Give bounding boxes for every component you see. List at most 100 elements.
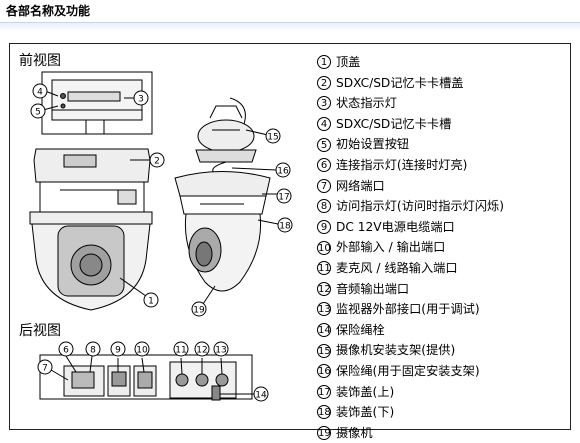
svg-text:8: 8 xyxy=(90,346,96,356)
legend-number: 13 xyxy=(317,302,331,317)
svg-text:15: 15 xyxy=(267,133,278,143)
svg-text:13: 13 xyxy=(215,346,226,356)
legend-item: 8 访问指示灯(访问时指示灯闪烁) xyxy=(317,196,504,217)
callout-7: 7 xyxy=(37,359,53,375)
callout-16: 16 xyxy=(275,162,291,178)
callout-14: 14 xyxy=(253,386,269,402)
legend-item: 10 外部输入 / 输出端口 xyxy=(317,237,504,258)
svg-text:3: 3 xyxy=(138,95,144,105)
legend-number: 2 xyxy=(317,75,331,90)
svg-text:19: 19 xyxy=(193,306,205,316)
svg-text:2: 2 xyxy=(154,157,160,167)
svg-text:18: 18 xyxy=(279,222,291,232)
legend-item: 15 摄像机安装支架(提供) xyxy=(317,340,504,361)
rear-view-drawing xyxy=(39,354,253,401)
callout-4: 4 xyxy=(32,83,48,99)
callout-2: 2 xyxy=(149,152,165,168)
callout-19: 19 xyxy=(191,301,207,317)
callout-12: 12 xyxy=(194,341,210,357)
sd-cover-drawing xyxy=(33,148,151,213)
legend-label: 访问指示灯(访问时指示灯闪烁) xyxy=(336,199,504,214)
legend-label: 装饰盖(上) xyxy=(336,384,395,399)
legend-label: 初始设置按钮 xyxy=(336,137,410,152)
svg-text:17: 17 xyxy=(278,193,289,203)
legend-item: 3 状态指示灯 xyxy=(317,93,504,114)
svg-text:14: 14 xyxy=(255,391,267,401)
front-view-label: 前视图 xyxy=(19,53,61,69)
callout-1: 1 xyxy=(143,292,159,308)
legend-item: 12 音频输出端口 xyxy=(317,279,504,300)
svg-text:12: 12 xyxy=(196,346,207,356)
callout-5: 5 xyxy=(30,103,46,119)
mount-bracket-drawing xyxy=(195,97,257,163)
legend-label: DC 12V电源电缆端口 xyxy=(336,219,455,234)
legend-label: 装饰盖(下) xyxy=(336,405,395,420)
svg-text:5: 5 xyxy=(35,108,41,118)
legend-item: 11 麦克风 / 线路输入端口 xyxy=(317,258,504,279)
svg-text:1: 1 xyxy=(148,297,154,307)
legend-number: 4 xyxy=(317,117,331,132)
legend-number: 6 xyxy=(317,158,331,173)
legend-number: 3 xyxy=(317,96,331,111)
legend-label: 外部输入 / 输出端口 xyxy=(336,240,446,255)
callout-9: 9 xyxy=(110,341,126,357)
svg-text:4: 4 xyxy=(37,88,43,98)
callout-markers: 4 5 3 2 1 15 16 17 18 19 6 8 7 9 10 11 1… xyxy=(30,83,293,402)
legend-item: 1 顶盖 xyxy=(317,52,504,73)
legend-label: 音频输出端口 xyxy=(336,281,410,296)
legend-label: 连接指示灯(连接时灯亮) xyxy=(336,157,468,172)
legend-item: 17 装饰盖(上) xyxy=(317,382,504,403)
callout-13: 13 xyxy=(213,341,229,357)
callout-11: 11 xyxy=(173,341,189,357)
legend-label: 顶盖 xyxy=(336,55,361,69)
legend-number: 5 xyxy=(317,137,331,152)
rear-view-label: 后视图 xyxy=(19,323,61,339)
legend-number: 8 xyxy=(317,199,331,214)
diagram-frame xyxy=(9,43,571,430)
legend-label: 保险绳(用于固定安装支架) xyxy=(336,363,480,378)
legend-label: 摄像机 xyxy=(336,425,373,440)
legend-number: 15 xyxy=(317,343,331,358)
legend-label: SDXC/SD记忆卡卡槽盖 xyxy=(336,75,464,90)
legend-number: 11 xyxy=(317,261,331,276)
legend-label: 麦克风 / 线路输入端口 xyxy=(336,260,458,275)
callout-17: 17 xyxy=(276,188,292,204)
legend-number: 1 xyxy=(317,55,331,70)
top-cover-drawing xyxy=(41,71,153,135)
svg-text:16: 16 xyxy=(277,167,289,177)
legend-label: 网络端口 xyxy=(336,178,385,193)
legend-number: 10 xyxy=(317,240,331,255)
callout-18: 18 xyxy=(277,217,293,233)
svg-text:7: 7 xyxy=(42,364,48,374)
legend-label: 摄像机安装支架(提供) xyxy=(336,343,456,358)
front-dome-drawing xyxy=(29,211,153,311)
legend-item: 16 保险绳(用于固定安装支架) xyxy=(317,361,504,382)
legend-label: 监视器外部接口(用于调试) xyxy=(336,302,480,317)
legend-item: 13 监视器外部接口(用于调试) xyxy=(317,299,504,320)
legend-item: 2 SDXC/SD记忆卡卡槽盖 xyxy=(317,73,504,94)
legend-item: 5 初始设置按钮 xyxy=(317,134,504,155)
callout-10: 10 xyxy=(134,341,150,357)
page-title: 各部名称及功能 xyxy=(6,4,91,18)
legend-item: 19 摄像机 xyxy=(317,423,504,443)
legend-number: 16 xyxy=(317,364,331,379)
callout-6: 6 xyxy=(58,341,74,357)
svg-text:9: 9 xyxy=(115,346,121,356)
header-divider xyxy=(0,22,580,32)
legend-label: 状态指示灯 xyxy=(336,96,397,111)
legend-number: 19 xyxy=(317,425,331,440)
legend-item: 6 连接指示灯(连接时灯亮) xyxy=(317,155,504,176)
callout-3: 3 xyxy=(133,90,149,106)
legend-number: 14 xyxy=(317,323,331,338)
side-camera-drawing xyxy=(174,171,271,292)
legend-number: 12 xyxy=(317,281,331,296)
svg-text:11: 11 xyxy=(175,346,186,356)
callout-15: 15 xyxy=(265,128,281,144)
legend-number: 17 xyxy=(317,384,331,399)
